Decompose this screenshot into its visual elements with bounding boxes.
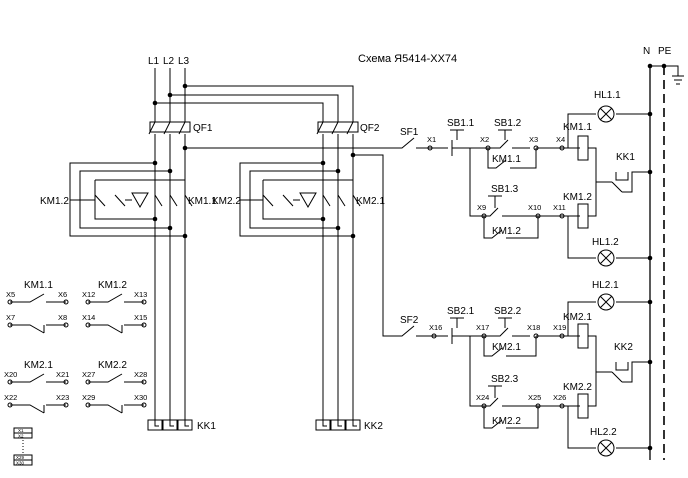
sf2-label: SF2 <box>400 315 419 326</box>
sb2-1-label: SB2.1 <box>447 306 475 317</box>
terminal-x13: X13 <box>134 290 147 299</box>
sb1-2-label: SB1.2 <box>494 118 522 129</box>
terminal-x15: X15 <box>134 313 147 322</box>
terminal-x27: X27 <box>82 370 95 379</box>
km2-1-hold-label: KM2.1 <box>492 342 521 353</box>
block-x29: X29 <box>16 455 25 460</box>
rails <box>647 63 684 460</box>
terminal-x22: X22 <box>4 393 17 402</box>
terminal-x11: X11 <box>553 203 566 212</box>
legend-km2-1: KM2.1 <box>24 360 53 371</box>
lamp-hl1-2-icon <box>597 249 615 267</box>
neutral-label: N <box>643 46 650 57</box>
terminal-x4: X4 <box>556 135 565 144</box>
terminal-x5: X5 <box>6 290 15 299</box>
km1-2-coil-label: KM1.2 <box>563 192 592 203</box>
kk2-label: KK2 <box>364 421 383 432</box>
contactor-km2-2-contacts: KM2.2 <box>212 192 317 209</box>
hl2-2-label: HL2.2 <box>590 427 617 438</box>
terminal-x7: X7 <box>6 313 15 322</box>
terminal-x24: X24 <box>476 393 489 402</box>
schematic-title: Схема Я5414-ХХ74 <box>358 53 457 65</box>
sb1-3-label: SB1.3 <box>491 184 519 195</box>
legend-km1-1: KM1.1 <box>24 280 53 291</box>
qf1-label: QF1 <box>193 123 213 134</box>
kk1-label: KK1 <box>197 421 216 432</box>
km2-2-hold-label: KM2.2 <box>492 416 521 427</box>
pe-label: PE <box>658 46 672 57</box>
terminal-x20: X20 <box>4 370 17 379</box>
terminal-x12: X12 <box>82 290 95 299</box>
qf2-label: QF2 <box>360 123 380 134</box>
terminal-x25: X25 <box>528 393 541 402</box>
terminal-x19: X19 <box>553 323 566 332</box>
lamp-hl2-2-icon <box>597 439 615 457</box>
control-circuit-2: SF2 X16 SB2.1 X17 SB2.2 X18 KM2.1 X19 KM… <box>395 280 653 457</box>
block-x1: X1 <box>18 428 24 433</box>
block-x2: X2 <box>18 434 24 439</box>
terminal-x18: X18 <box>527 323 540 332</box>
aux-contacts-legend: KM1.1 X5 X6 X7 X8 KM1.2 X12 X13 X14 X15 … <box>4 280 147 466</box>
terminal-x17: X17 <box>476 323 489 332</box>
sb2-2-label: SB2.2 <box>494 306 522 317</box>
phase-label-l1: L1 <box>148 56 160 67</box>
terminal-x6: X6 <box>58 290 67 299</box>
km2-1-label: KM2.1 <box>356 196 385 207</box>
terminal-x8: X8 <box>58 313 67 322</box>
terminal-x3: X3 <box>529 135 538 144</box>
kk1-aux-label: KK1 <box>616 152 635 163</box>
contactor-km1-2-contacts: KM1.2 <box>40 192 149 209</box>
block-x30: X30 <box>16 461 25 466</box>
sb2-3-label: SB2.3 <box>491 374 519 385</box>
terminal-x21: X21 <box>56 370 69 379</box>
hl2-1-label: HL2.1 <box>592 280 619 291</box>
km2-1-coil-label: KM2.1 <box>563 312 592 323</box>
terminal-x30: X30 <box>134 393 147 402</box>
terminal-x2: X2 <box>480 135 489 144</box>
breaker-qf2: QF2 <box>316 121 380 140</box>
terminal-x16: X16 <box>429 323 442 332</box>
contactor-km1-1-contacts: KM1.1 <box>154 194 217 207</box>
terminal-x26: X26 <box>553 393 566 402</box>
km1-1-hold-label: KM1.1 <box>492 154 521 165</box>
sb1-1-label: SB1.1 <box>447 118 475 129</box>
overload-kk2: KK2 <box>315 419 383 432</box>
km1-2-hold-label: KM1.2 <box>492 226 521 237</box>
km2-2-coil-label: KM2.2 <box>563 382 592 393</box>
ground-icon <box>672 75 684 85</box>
km1-1-label: KM1.1 <box>188 196 217 207</box>
terminal-x1: X1 <box>427 135 436 144</box>
terminal-x29: X29 <box>82 393 95 402</box>
sf1-label: SF1 <box>400 127 419 138</box>
terminal-x23: X23 <box>56 393 69 402</box>
legend-km1-2: KM1.2 <box>98 280 127 291</box>
terminal-x10: X10 <box>528 203 541 212</box>
km2-2-label: KM2.2 <box>212 196 241 207</box>
terminal-x9: X9 <box>477 203 486 212</box>
hl1-1-label: HL1.1 <box>594 90 621 101</box>
km1-2-label: KM1.2 <box>40 196 69 207</box>
control-circuit-1: SF1 X1 SB1.1 X2 SB1.2 X3 KM1.1 X4 KM1.1 … <box>395 90 653 267</box>
power-section: QF1 QF2 KM1.2 KM1 <box>40 68 395 432</box>
phase-label-l2: L2 <box>163 56 175 67</box>
legend-km2-2: KM2.2 <box>98 360 127 371</box>
lamp-hl1-1-icon <box>597 105 615 123</box>
breaker-qf1: QF1 <box>148 121 213 140</box>
overload-kk1: KK1 <box>147 419 216 432</box>
kk2-aux-label: KK2 <box>614 342 633 353</box>
terminal-x14: X14 <box>82 313 95 322</box>
terminal-x28: X28 <box>134 370 147 379</box>
km1-1-coil-label: KM1.1 <box>563 122 592 133</box>
contactor-km2-1-contacts: KM2.1 <box>322 194 385 207</box>
lamp-hl2-1-icon <box>597 293 615 311</box>
hl1-2-label: HL1.2 <box>592 237 619 248</box>
phase-label-l3: L3 <box>178 56 190 67</box>
